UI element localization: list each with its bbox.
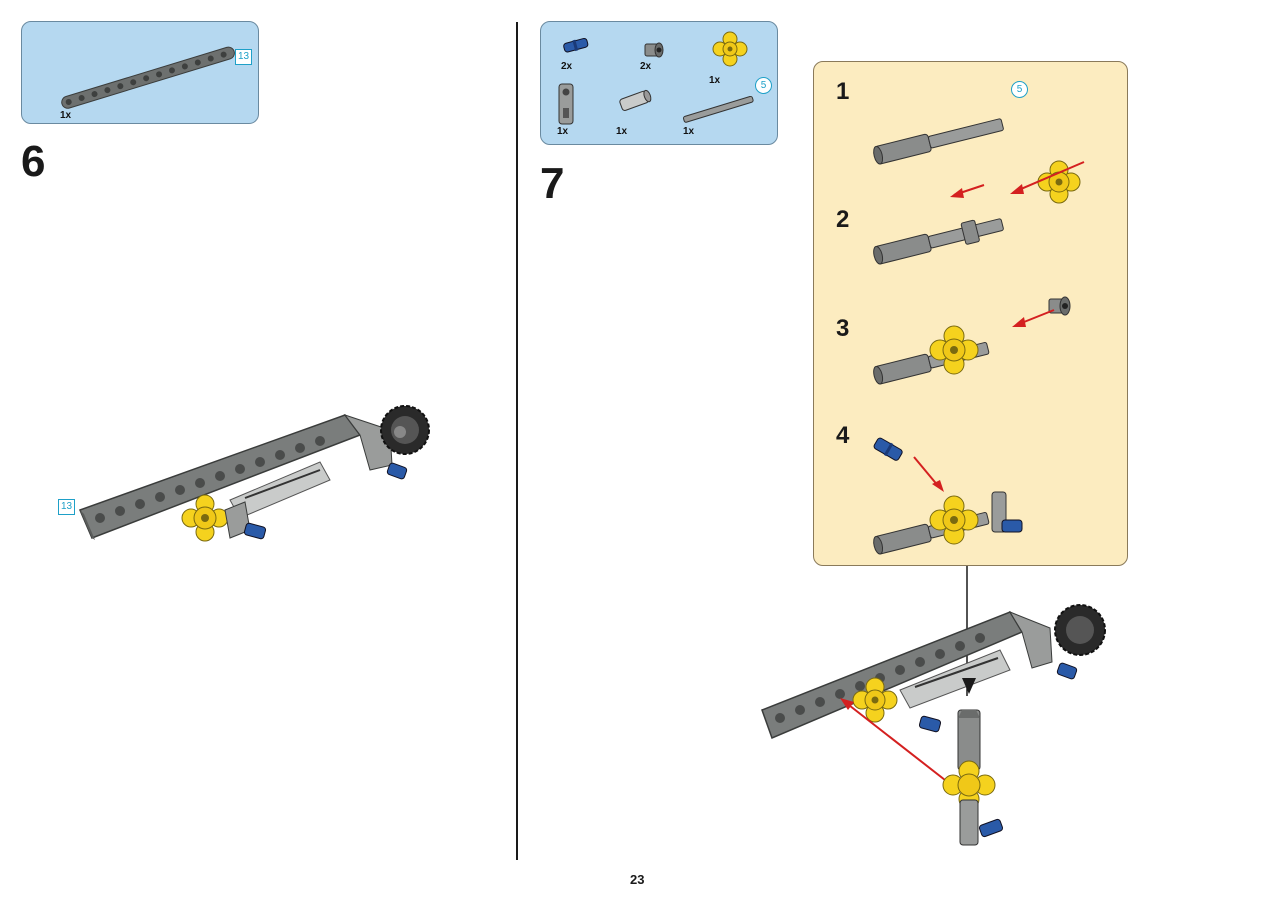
substep-number: 2 bbox=[836, 206, 850, 233]
part-quantity: 2x bbox=[640, 61, 652, 72]
connector-icon bbox=[558, 83, 574, 125]
yellow-hub-icon bbox=[712, 31, 748, 67]
part-quantity: 1x bbox=[60, 110, 72, 121]
axle-length-marker: 5 bbox=[1011, 81, 1028, 98]
substep-number: 4 bbox=[836, 422, 850, 449]
page-divider bbox=[516, 22, 518, 860]
subassembly-callout: 1 2 3 4 5 bbox=[813, 61, 1128, 566]
step7-assembly-illustration bbox=[761, 604, 1106, 846]
part-quantity: 1x bbox=[557, 126, 569, 137]
model-length-marker: 13 bbox=[58, 499, 75, 515]
step6-assembly-illustration bbox=[78, 405, 430, 542]
part-quantity: 2x bbox=[561, 61, 573, 72]
step7-parts-list: 2x 2x 1x 1x 1x 1x 5 bbox=[540, 21, 778, 145]
parts-icons bbox=[558, 31, 754, 125]
part-quantity: 1x bbox=[616, 126, 628, 137]
axle-icon bbox=[682, 95, 754, 123]
bush-icon bbox=[644, 42, 664, 58]
step6-parts-list: 1x 13 bbox=[21, 21, 259, 124]
beam-13-icon bbox=[61, 46, 235, 109]
axle-connector-icon bbox=[619, 89, 652, 111]
step-number: 7 bbox=[540, 159, 565, 208]
part-quantity: 1x bbox=[709, 75, 721, 86]
substep-number: 1 bbox=[836, 78, 850, 105]
callout-substep-illustrations bbox=[873, 118, 1085, 555]
page-number: 23 bbox=[630, 872, 645, 887]
blue-pin-icon bbox=[563, 37, 589, 53]
step-number: 6 bbox=[21, 137, 46, 186]
substep-number: 3 bbox=[836, 315, 850, 342]
beam-length-marker: 13 bbox=[235, 49, 252, 65]
part-quantity: 1x bbox=[683, 126, 695, 137]
axle-length-marker: 5 bbox=[755, 77, 772, 94]
